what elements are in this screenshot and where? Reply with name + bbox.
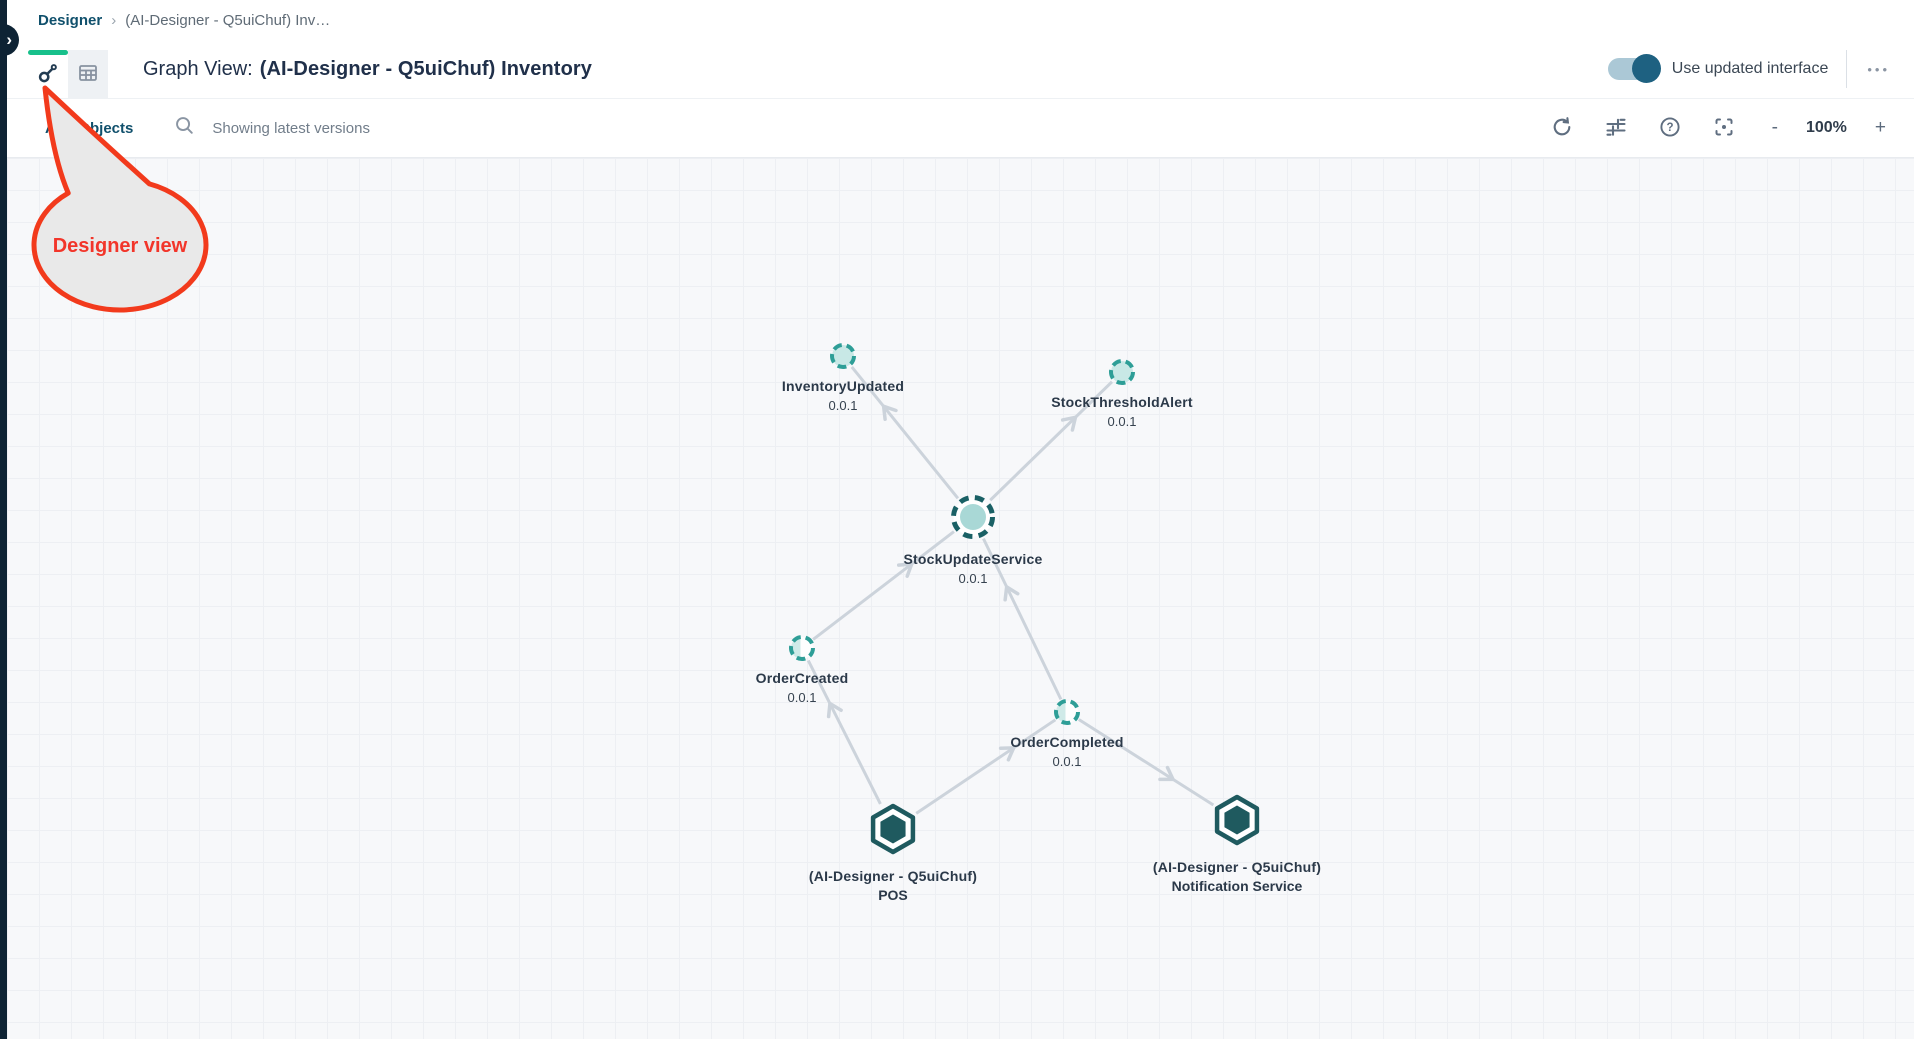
node-OrderCompleted[interactable] xyxy=(1054,699,1080,725)
edge-StockUpdateService-StockThresholdAlert xyxy=(989,380,1114,502)
edge-arrow-icon xyxy=(826,701,843,719)
node-name: (AI-Designer - Q5uiChuf) xyxy=(808,868,978,884)
edge-arrow-icon xyxy=(896,562,914,578)
node-label-OrderCreated[interactable]: OrderCreated 0.0.1 xyxy=(642,669,962,707)
node-name-line2: Notification Service xyxy=(1171,878,1303,894)
breadcrumb: Designer › (AI-Designer - Q5uiChuf) Inv… xyxy=(7,0,1914,40)
table-view-icon xyxy=(76,61,100,88)
tab-graph-view[interactable] xyxy=(28,50,68,98)
node-version: 0.0.1 xyxy=(787,690,817,705)
node-name: OrderCreated xyxy=(755,670,849,686)
filter-settings-button[interactable] xyxy=(1600,111,1632,146)
node-NotificationService-core xyxy=(1224,805,1250,835)
edge-arrow-icon xyxy=(1158,765,1175,782)
page-title-name: (AI-Designer - Q5uiChuf) Inventory xyxy=(259,57,592,80)
node-version: 0.0.1 xyxy=(1107,414,1137,429)
graph-view-icon xyxy=(36,61,60,88)
left-rail xyxy=(0,0,7,1039)
node-label-NotificationService[interactable]: (AI-Designer - Q5uiChuf) Notification Ser… xyxy=(1077,858,1397,896)
edge-arrow-icon xyxy=(881,404,898,422)
edge-arrow-icon xyxy=(998,746,1016,762)
search-input[interactable] xyxy=(212,119,633,137)
node-label-StockUpdateService[interactable]: StockUpdateService 0.0.1 xyxy=(813,550,1133,588)
page-title-prefix: Graph View: xyxy=(143,57,253,80)
header-actions: Use updated interface ••• xyxy=(1607,50,1914,88)
view-tabs xyxy=(28,50,108,98)
help-button[interactable]: ? xyxy=(1654,111,1686,146)
zoom-level: 100% xyxy=(1805,119,1847,136)
node-name: StockThresholdAlert xyxy=(1051,394,1193,410)
sliders-icon xyxy=(1604,115,1628,142)
search-box xyxy=(173,114,633,142)
graph-canvas[interactable] xyxy=(7,158,1914,1039)
node-POS-core xyxy=(880,814,906,844)
node-name-line2: POS xyxy=(878,887,908,903)
node-StockThresholdAlert[interactable] xyxy=(1109,359,1135,385)
breadcrumb-chevron-icon: › xyxy=(111,11,117,29)
tab-table-view[interactable] xyxy=(68,50,108,98)
add-objects-button[interactable]: Add Objects xyxy=(45,119,134,137)
node-OrderCreated[interactable] xyxy=(789,635,815,661)
edge-StockUpdateService-InventoryUpdated xyxy=(850,365,960,500)
edge-POS-OrderCreated xyxy=(806,659,882,805)
node-name: InventoryUpdated xyxy=(781,378,905,394)
refresh-button[interactable] xyxy=(1546,111,1578,146)
zoom-in-button[interactable]: + xyxy=(1869,115,1892,141)
zoom-out-button[interactable]: - xyxy=(1766,115,1784,141)
fit-to-screen-icon xyxy=(1712,115,1736,142)
edge-arrow-icon xyxy=(1060,415,1078,432)
edge-OrderCompleted-NotificationService xyxy=(1078,718,1215,807)
edge-OrderCreated-StockUpdateService xyxy=(812,530,955,641)
node-version: 0.0.1 xyxy=(828,398,858,413)
node-label-StockThresholdAlert[interactable]: StockThresholdAlert 0.0.1 xyxy=(962,393,1282,431)
sidebar-expand-button[interactable]: › xyxy=(0,24,19,56)
node-name: OrderCompleted xyxy=(1010,734,1124,750)
breadcrumb-root-link[interactable]: Designer xyxy=(38,11,103,29)
toolbar-right: ? - 100% + xyxy=(1524,111,1892,146)
page-header: Graph View: (AI-Designer - Q5uiChuf) Inv… xyxy=(7,40,1914,99)
node-name: (AI-Designer - Q5uiChuf) xyxy=(1152,859,1322,875)
search-icon xyxy=(173,114,196,142)
help-icon: ? xyxy=(1658,115,1682,142)
edge-POS-OrderCompleted xyxy=(915,718,1057,815)
graph-toolbar: Add Objects xyxy=(7,99,1914,158)
refresh-icon xyxy=(1550,115,1574,142)
fit-to-screen-button[interactable] xyxy=(1708,111,1740,146)
toggle-label: Use updated interface xyxy=(1671,60,1829,77)
breadcrumb-current: (AI-Designer - Q5uiChuf) Inv… xyxy=(125,11,331,29)
node-InventoryUpdated[interactable] xyxy=(830,343,856,369)
edge-arrow-icon xyxy=(1003,585,1020,602)
header-divider xyxy=(1846,50,1848,88)
use-updated-interface-toggle[interactable] xyxy=(1607,54,1661,83)
page-title: Graph View: (AI-Designer - Q5uiChuf) Inv… xyxy=(143,58,592,81)
node-label-OrderCompleted[interactable]: OrderCompleted 0.0.1 xyxy=(907,733,1227,771)
toggle-knob xyxy=(1631,54,1661,83)
node-name: StockUpdateService xyxy=(903,551,1043,567)
node-version: 0.0.1 xyxy=(958,571,988,586)
svg-text:?: ? xyxy=(1666,122,1673,134)
node-label-POS[interactable]: (AI-Designer - Q5uiChuf) POS xyxy=(733,867,1053,905)
edge-OrderCompleted-StockUpdateService xyxy=(982,537,1063,701)
node-version: 0.0.1 xyxy=(1052,754,1082,769)
node-label-InventoryUpdated[interactable]: InventoryUpdated 0.0.1 xyxy=(683,377,1003,415)
more-menu-button[interactable]: ••• xyxy=(1863,56,1894,83)
node-StockUpdateService-core xyxy=(960,504,986,530)
